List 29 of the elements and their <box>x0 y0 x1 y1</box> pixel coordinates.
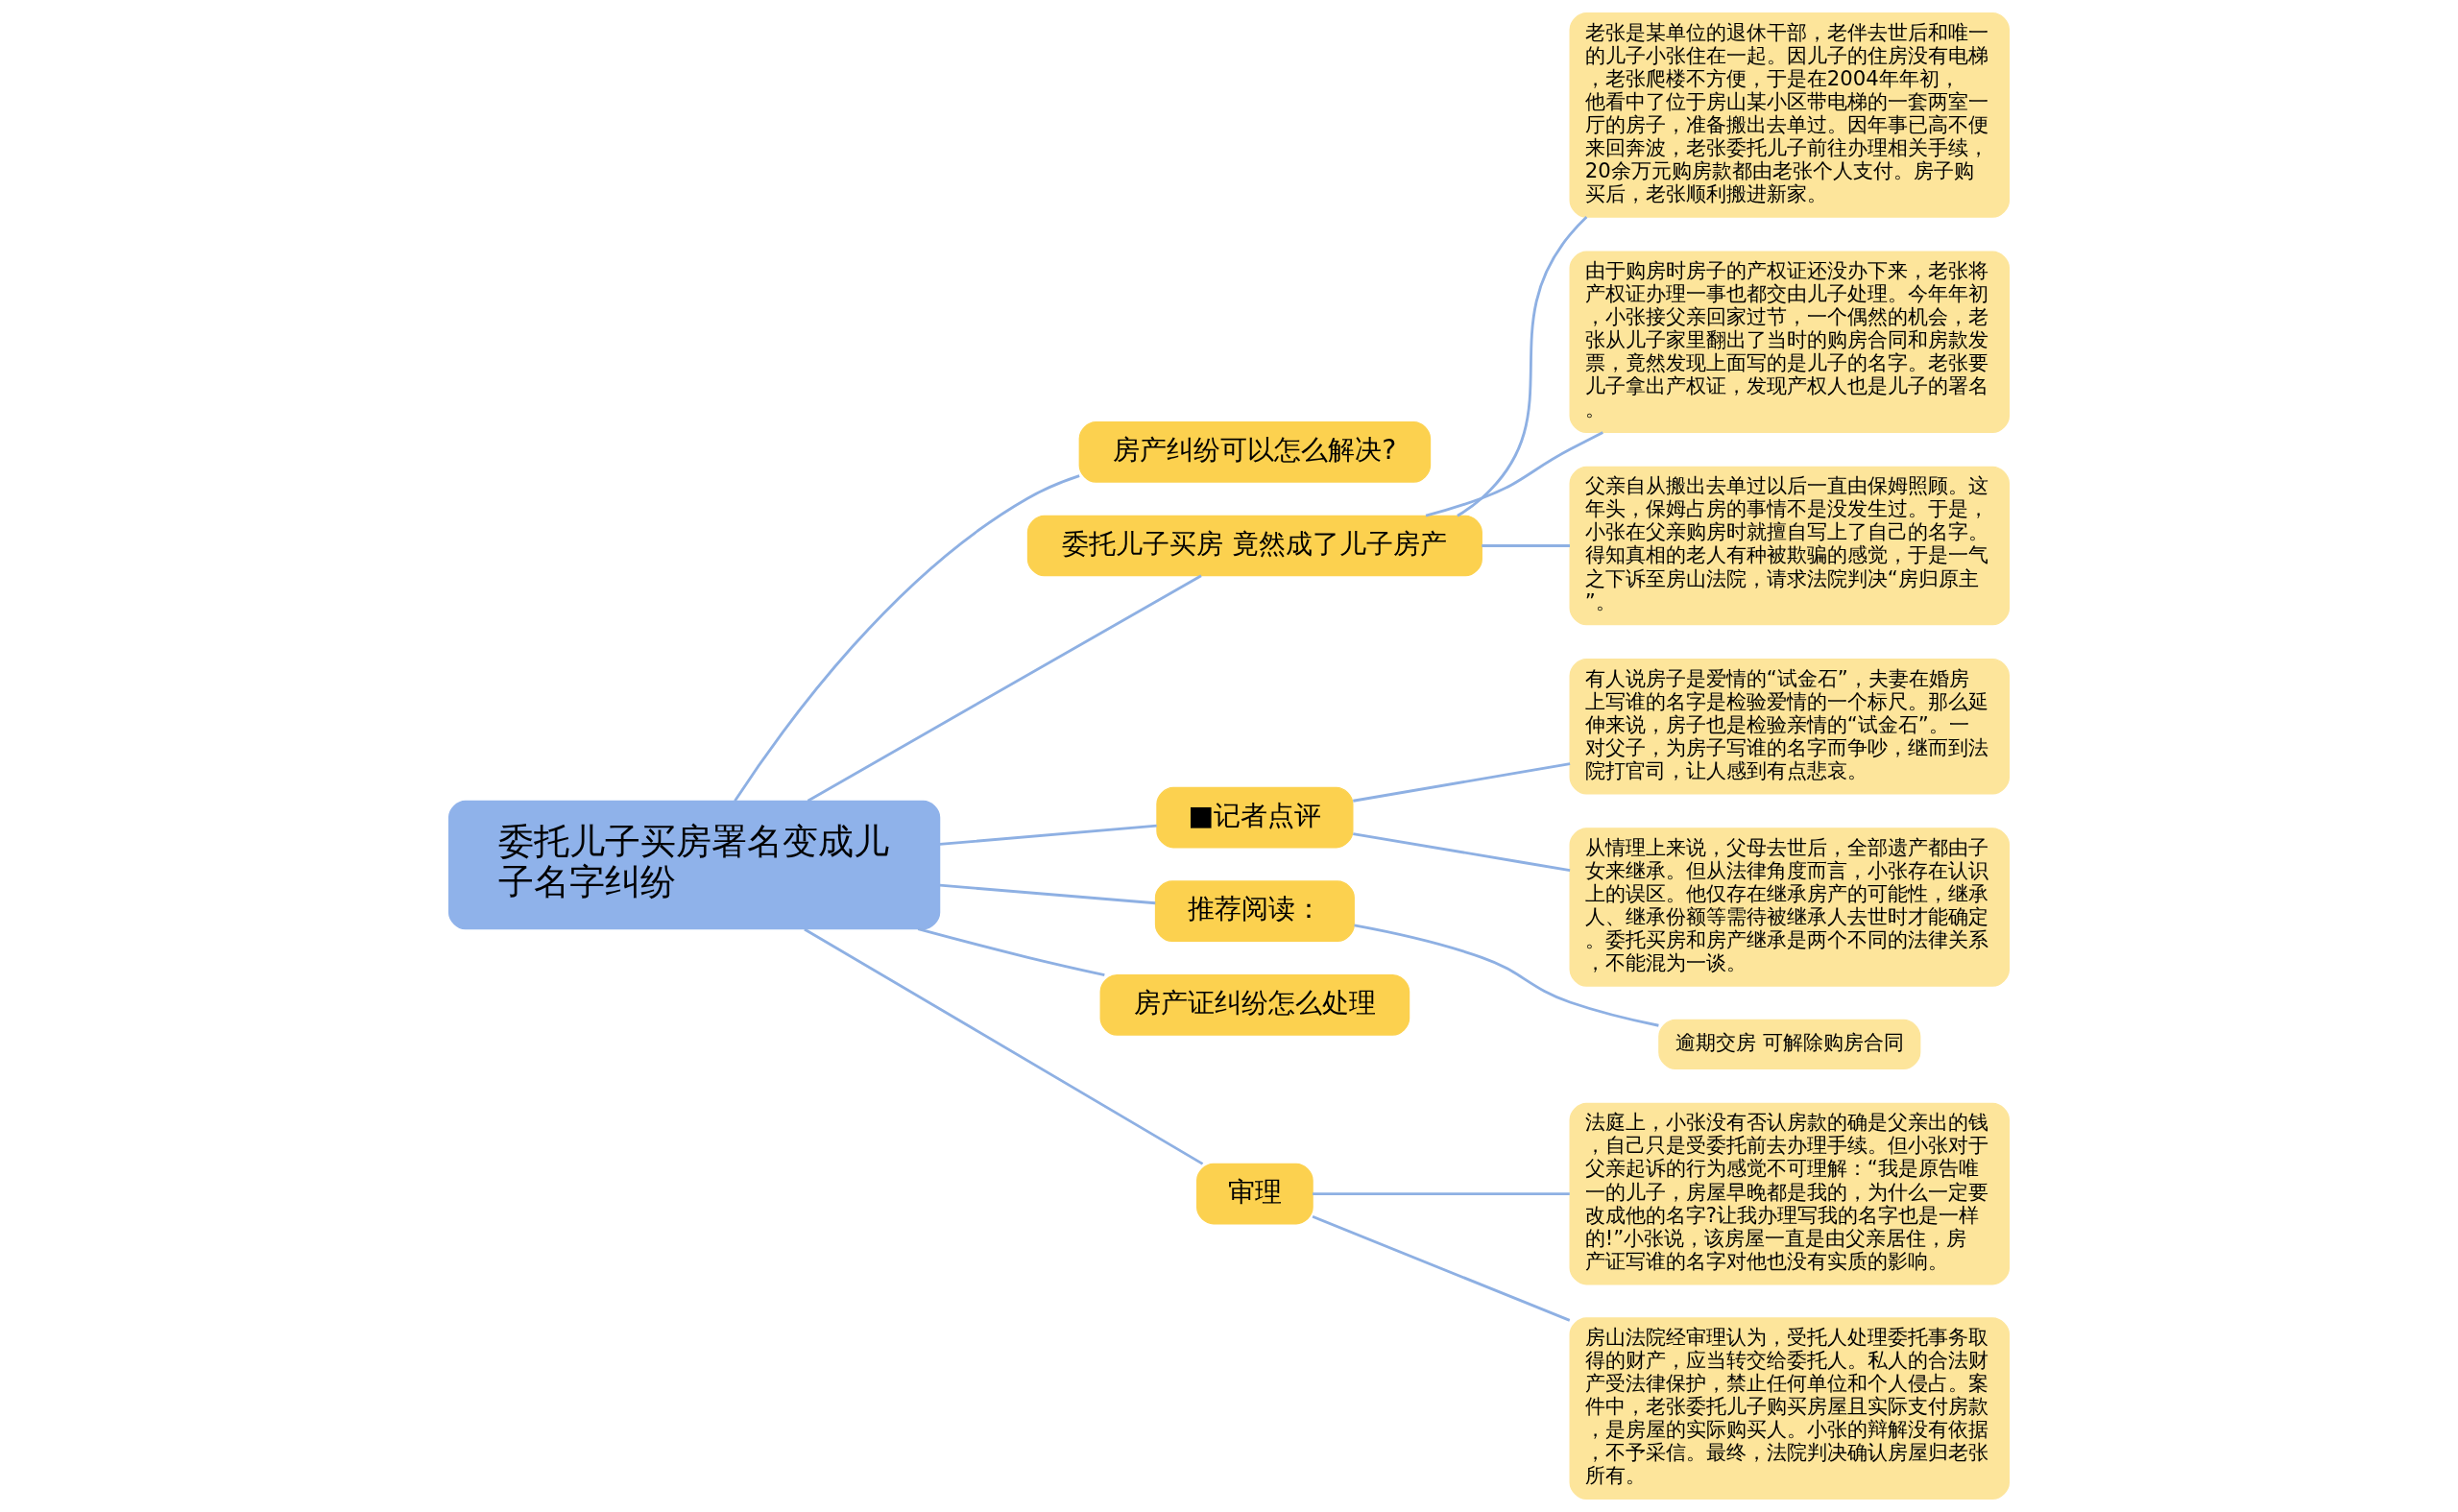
connector <box>1312 1214 1571 1322</box>
connector <box>807 574 1202 803</box>
node-box: 父亲自从搬出去单过以后一直由保姆照顾。这年头，保姆占房的事情不是没发生过。于是，小张在父亲购房时就擅自写上了自己的名字。得知真相的老人有种被欺骗的感觉，于是一气之下诉至房山法院，请求法院判决“房归原主”。 <box>1569 466 2011 626</box>
node-box: 从情理上来说，父母去世后，全部遗产都由子女来继承。但从法律角度而言，小张存在认识上的误区。他仅存在继承房产的可能性，继承人、继承份额等需待被继承人去世时才能确定。委托买房和房产继承是两个不同的法律关系，不能混为一谈。 <box>1569 828 2011 987</box>
node-box: 逾期交房 可解除购房合同 <box>1658 1019 1921 1070</box>
node-box: 法庭上，小张没有否认房款的确是父亲出的钱，自己只是受委托前去办理手续。但小张对于父亲起诉的行为感觉不可理解：“我是原告唯一的儿子，房屋早晚都是我的，为什么一定要改成他的名字?让我办理写我的名字也是一样的!”小张说，该房屋一直是由父亲居住，房产证写谁的名字对他也没有实质的影响。 <box>1569 1102 2011 1285</box>
node-box: 由于购房时房子的产权证还没办下来，老张将产权证办理一事也都交由儿子处理。今年年初，小张接父亲回家过节，一个偶然的机会，老张从儿子家里翻出了当时的购房合同和房款发票，竟然发现上面写的是儿子的名字。老张要儿子拿出产权证，发现产权人也是儿子的署名。 <box>1569 251 2011 434</box>
node-box: 推荐阅读： <box>1154 880 1355 943</box>
node-box: 委托儿子买房 竟然成了儿子房产 <box>1026 515 1482 577</box>
connector <box>917 927 1105 976</box>
node-box: 房山法院经审理认为，受托人处理委托事务取得的财产，应当转交给委托人。私人的合法财产受法律保护，禁止任何单位和个人侵占。案件中，老张委托儿子购买房屋且实际支付房款，是房屋的实际购买人。小张的辩解没有依据，不予采信。最终，法院判决确认房屋归老张所有。 <box>1569 1317 2011 1500</box>
node-box: 房产纠纷可以怎么解决? <box>1078 421 1432 483</box>
node-box: 房产证纠纷怎么处理 <box>1099 974 1410 1036</box>
node-box: 审理 <box>1196 1163 1313 1225</box>
connector <box>1354 924 1659 1027</box>
connector <box>939 883 1156 905</box>
connector <box>1425 431 1603 517</box>
connector <box>939 824 1157 846</box>
node-box: ■记者点评 <box>1156 786 1354 849</box>
node-box: 老张是某单位的退休干部，老伴去世后和唯一的儿子小张住在一起。因儿子的住房没有电梯，老张爬楼不方便，于是在2004年年初，他看中了位于房山某小区带电梯的一套两室一厅的房子，准备搬出去单过。因年事已高不便来回奔波，老张委托儿子前往办理相关手续，20余万元购房款都由老张个人支付。房子购买后，老张顺利搬进新家。 <box>1569 12 2011 218</box>
connector <box>1457 216 1588 517</box>
node-box: 委托儿子买房署名变成儿子名字纠纷 <box>447 800 941 930</box>
connector <box>804 927 1204 1165</box>
node-box: 有人说房子是爱情的“试金石”，夫妻在婚房上写谁的名字是检验爱情的一个标尺。那么延伸来说，房子也是检验亲情的“试金石”。一对父子，为房子写谁的名字而争吵，继而到法院打官司，让人感到有点悲哀。 <box>1569 658 2011 795</box>
connector <box>1353 832 1571 873</box>
connector <box>734 474 1080 802</box>
connector <box>1313 1192 1570 1195</box>
connector <box>1353 762 1571 803</box>
connector <box>1482 544 1570 547</box>
